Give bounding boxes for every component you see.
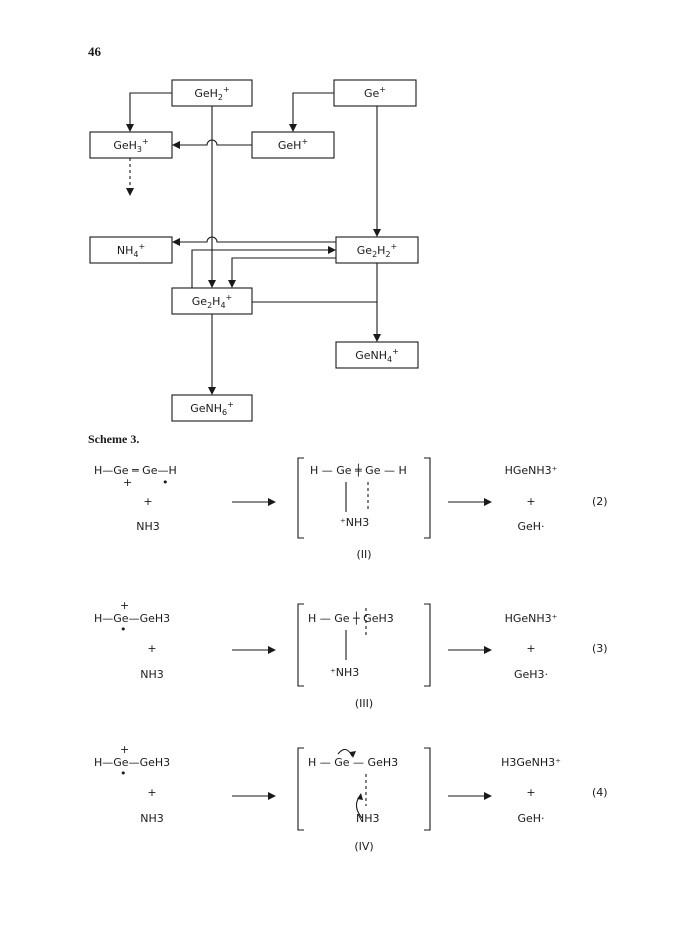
product-2: GeH· [517,812,544,825]
box-genh4 [335,341,419,369]
arrowhead [268,646,276,654]
product-2: GeH· [517,520,544,533]
box-nh4 [89,236,173,264]
curved-arrow-top [337,748,353,757]
box-geh2 [171,79,253,107]
box-genh6 [171,394,253,422]
product-1: H3GeNH3⁺ [501,756,561,769]
reaction-3: + H—Ge—GeH3 • + NH3 H — Ge ┼ GeH3 ⁺NH3 (… [94,599,608,710]
charge-mark: + [120,599,129,612]
label-genh4: GeNH4+ [355,347,399,364]
arrowhead [172,238,180,246]
arrow-geh2-geh3 [129,92,172,128]
radical-dot: • [120,767,127,780]
bracket-left [297,457,304,539]
arrowhead [126,124,134,132]
intermediate-nh3: NH3 [356,812,380,825]
intermediate-nh3: ⁺NH3 [330,666,359,679]
arrowhead [484,646,492,654]
arrow-ge-geh [292,92,334,128]
reactant-plus: + [143,495,152,508]
charge-mark: + [123,476,132,489]
reactant-nh3: NH3 [140,668,164,681]
intermediate-main: H — Ge — GeH3 [308,756,398,769]
equation-number: (3) [592,642,608,655]
scheme-label: Scheme 3. [88,432,140,446]
flow-diagram: GeH2+ Ge+ GeH3+ GeH+ NH4+ Ge2H2+ Ge2H4+ … [89,79,419,422]
arrowhead [373,334,381,342]
arrowhead [484,498,492,506]
intermediate-nh3: ⁺NH3 [340,516,369,529]
box-ge2h4 [171,287,253,315]
arrowhead [289,124,297,132]
product-plus: + [526,786,535,799]
bracket-left [297,747,304,831]
arrowhead [373,229,381,237]
intermediate-label: (III) [355,697,373,710]
product-2: GeH3· [514,668,548,681]
reactant-plus: + [147,786,156,799]
reactant-main: H—Ge—GeH3 [94,756,170,769]
box-ge [333,79,417,107]
reactant-main: H—Ge—GeH3 [94,612,170,625]
reaction-4: + H—Ge—GeH3 • + NH3 H — Ge — GeH3 NH3 (I… [94,743,608,853]
label-genh6: GeNH6+ [190,400,234,417]
bracket-right [424,747,431,831]
label-geh: GeH+ [278,137,308,152]
reactant-plus: + [147,642,156,655]
bracket-right [424,457,431,539]
radical-dot: • [162,476,169,489]
bracket-left [297,603,304,687]
arrowhead [126,188,134,196]
arrowhead [268,792,276,800]
arrow-loop-to-ge2h2 [191,249,332,288]
product-1: HGeNH3⁺ [505,612,558,625]
intermediate-main: H — Ge ╪ Ge — H [310,463,407,477]
arrowhead [208,387,216,395]
label-geh2: GeH2+ [194,85,229,102]
arrow-ge2h2-nh4 [176,236,336,243]
reactant-nh3: NH3 [140,812,164,825]
box-geh [251,131,335,159]
arrow-ge2h2-ge2h4 [231,257,336,284]
arrowhead [357,793,363,800]
reactant-main: H—Ge ═ Ge—H [94,464,177,477]
reaction-2: H—Ge ═ Ge—H + • + NH3 H — Ge ╪ Ge — H ⁺N… [94,457,608,561]
intermediate-label: (IV) [354,840,373,853]
arrow-geh-geh3 [176,139,252,146]
charge-mark: + [120,743,129,756]
intermediate-label: (II) [356,548,371,561]
radical-dot: • [120,623,127,636]
product-plus: + [526,642,535,655]
arrowhead [484,792,492,800]
page-number: 46 [88,44,101,59]
arrowhead [208,280,216,288]
product-plus: + [526,495,535,508]
reactant-nh3: NH3 [136,520,160,533]
arrowhead [350,751,356,758]
label-ge2h2: Ge2H2+ [357,242,397,259]
arrowhead [328,246,336,254]
intermediate-main: H — Ge ┼ GeH3 [308,611,394,625]
equation-number: (4) [592,786,608,799]
label-geh3: GeH3+ [113,137,148,154]
label-ge2h4: Ge2H4+ [192,293,232,310]
bracket-right [424,603,431,687]
label-nh4: NH4+ [117,242,145,259]
label-ge: Ge+ [364,85,386,100]
box-ge2h2 [335,236,419,264]
arrowhead [228,280,236,288]
equation-number: (2) [592,495,608,508]
arrowhead [172,141,180,149]
arrowhead [268,498,276,506]
product-1: HGeNH3⁺ [505,464,558,477]
